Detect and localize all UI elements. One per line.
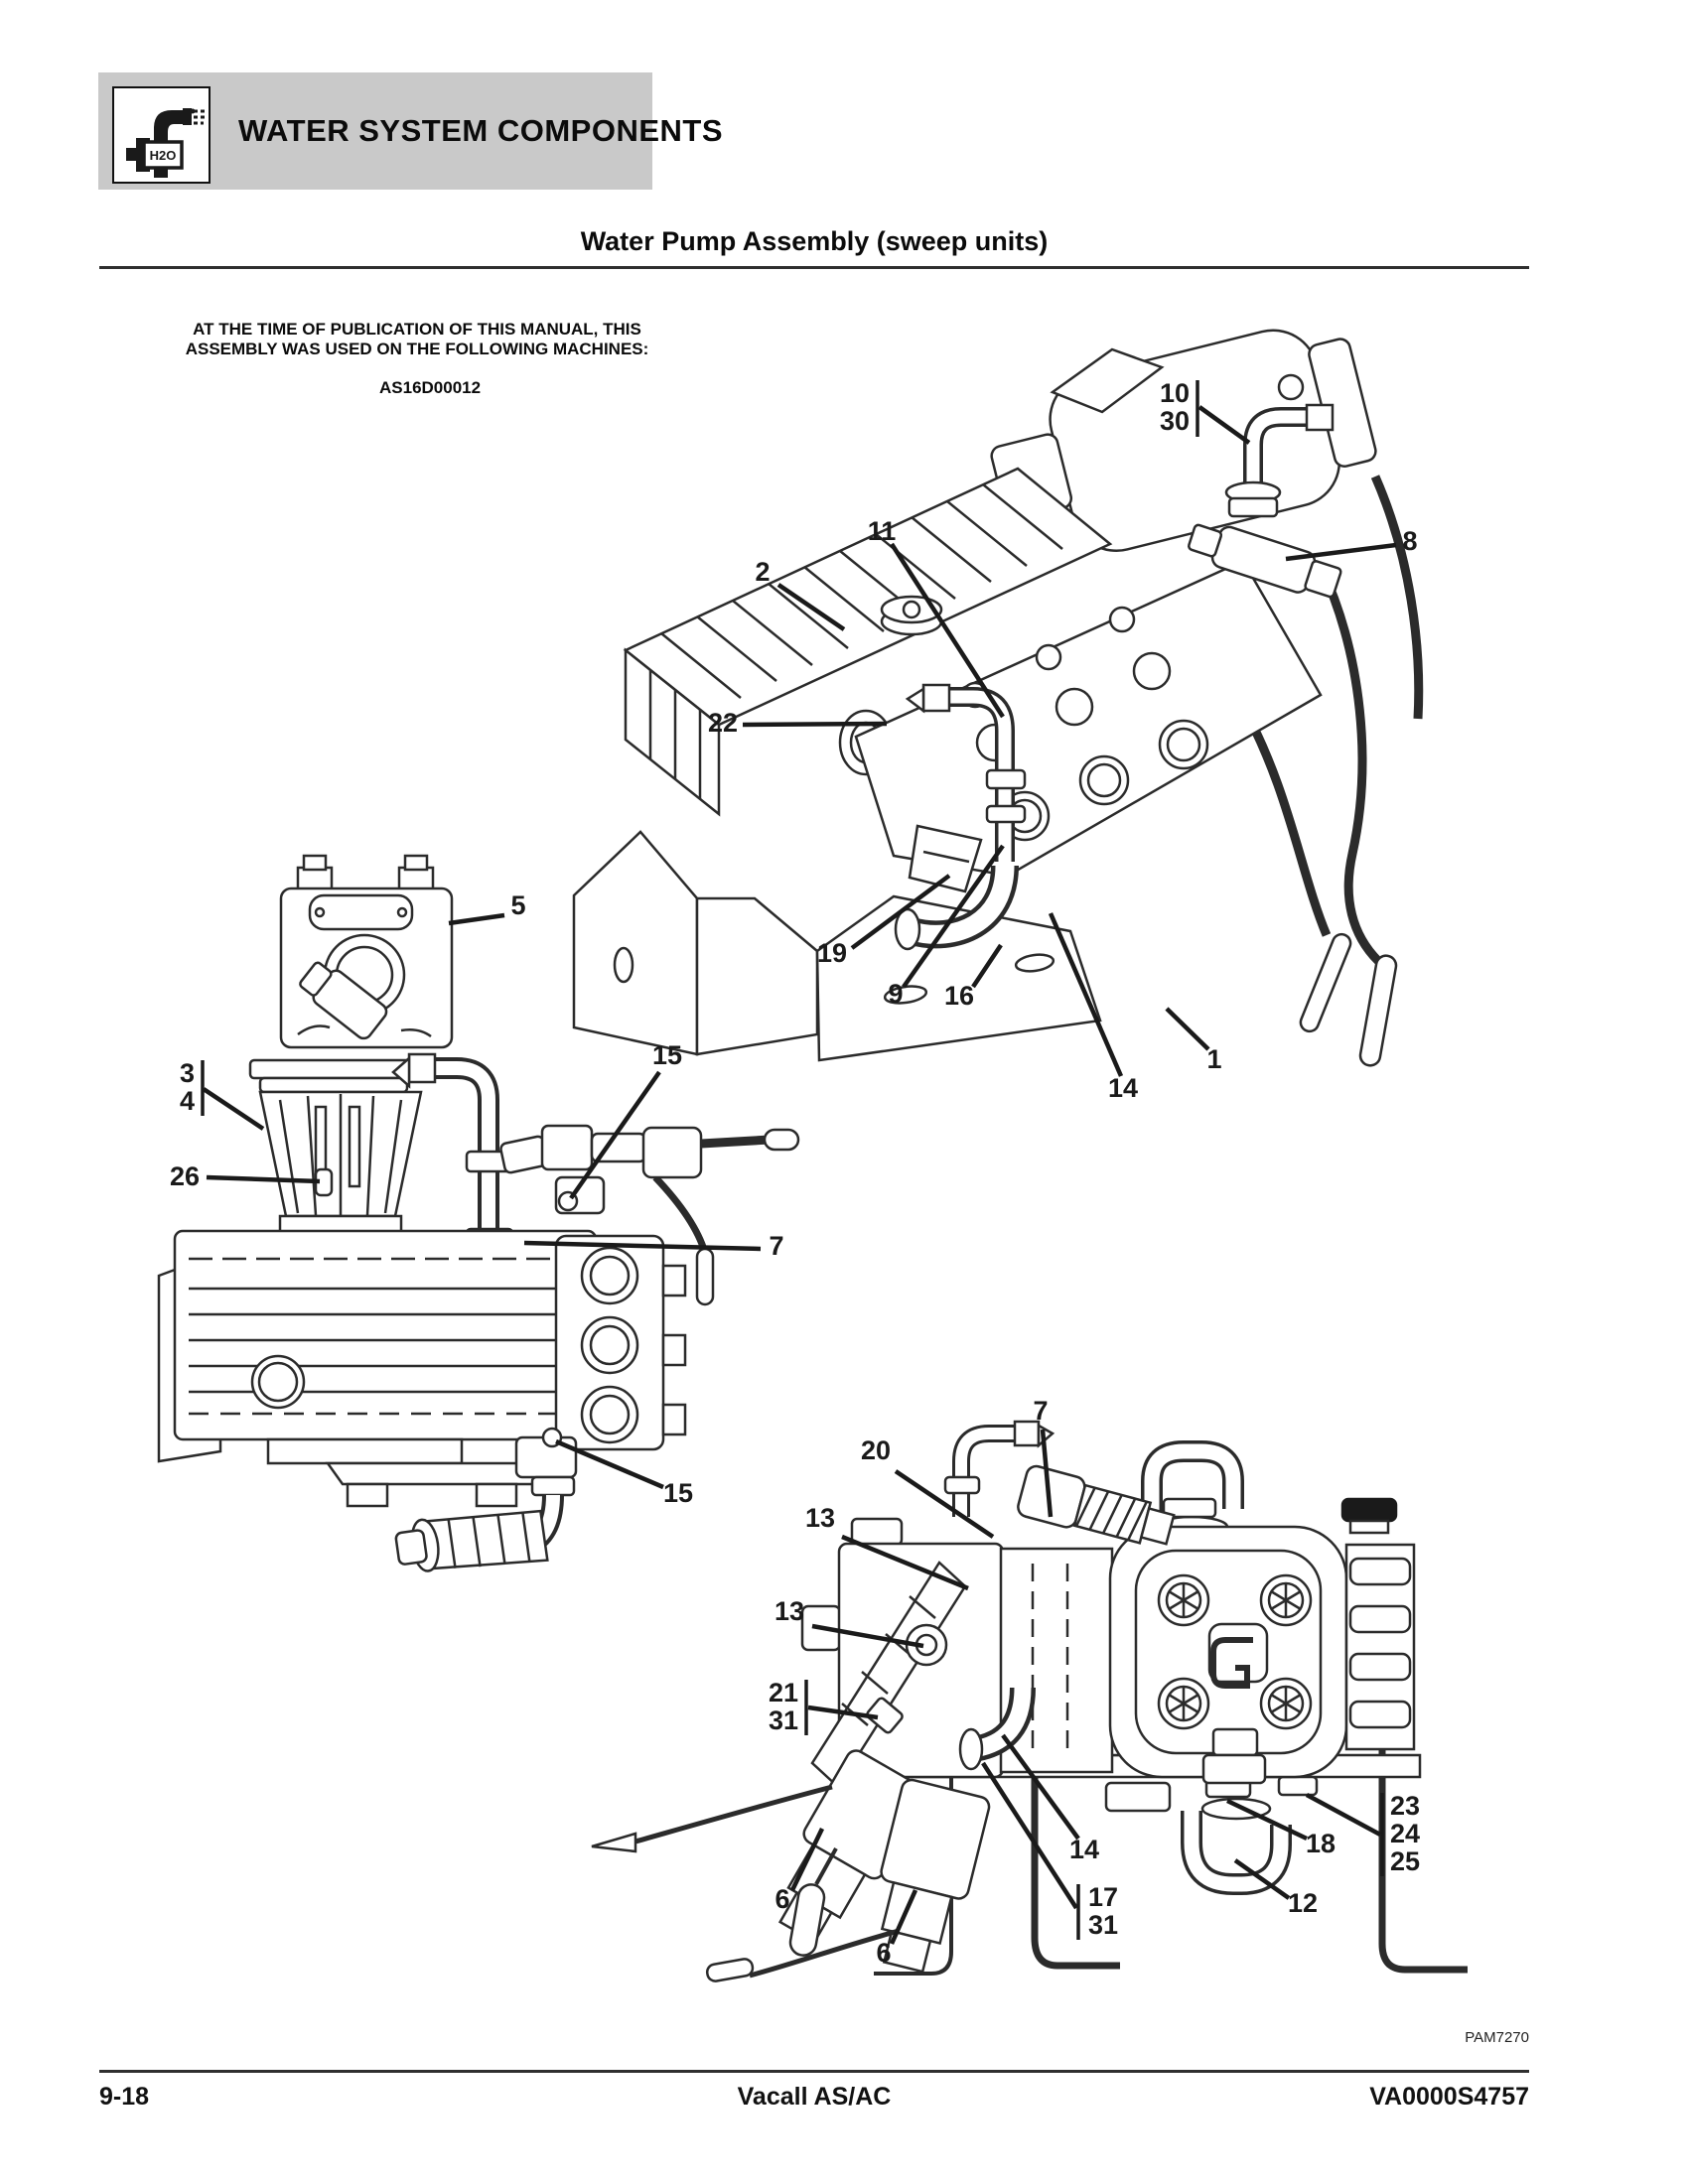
- callout-8: 8: [1402, 526, 1417, 556]
- note-line-2: ASSEMBLY WAS USED ON THE FOLLOWING MACHI…: [185, 340, 649, 359]
- callout-14: 14: [1069, 1835, 1099, 1864]
- callout-6: 6: [774, 1884, 789, 1914]
- callout-26: 26: [170, 1161, 200, 1191]
- callout-15: 15: [652, 1040, 682, 1070]
- footer-rule: [99, 2070, 1529, 2073]
- callout-18: 18: [1306, 1829, 1336, 1858]
- callout-10: 10: [1160, 378, 1190, 408]
- callout-12: 12: [1288, 1888, 1318, 1918]
- callout-31: 31: [1088, 1910, 1118, 1940]
- publication-note: AT THE TIME OF PUBLICATION OF THIS MANUA…: [139, 320, 695, 360]
- icon-label: H2O: [150, 148, 177, 163]
- callout-7: 7: [1033, 1396, 1048, 1426]
- callout-31: 31: [769, 1706, 798, 1735]
- footer-doc-number: VA0000S4757: [1369, 2083, 1529, 2111]
- note-line-1: AT THE TIME OF PUBLICATION OF THIS MANUA…: [193, 320, 641, 339]
- callout-2: 2: [755, 557, 770, 587]
- callout-7: 7: [769, 1231, 783, 1261]
- footer-page-number: 9-18: [99, 2083, 150, 2111]
- callout-9: 9: [888, 979, 903, 1009]
- callout-20: 20: [861, 1435, 891, 1465]
- callout-22: 22: [708, 708, 738, 738]
- callout-25: 25: [1390, 1846, 1420, 1876]
- callout-19: 19: [817, 938, 847, 968]
- water-system-icon: H2O: [112, 86, 211, 184]
- callout-13: 13: [774, 1596, 804, 1626]
- callout-15: 15: [663, 1478, 693, 1508]
- figure-code: PAM7270: [1465, 2029, 1529, 2046]
- page-title: WATER SYSTEM COMPONENTS: [238, 113, 724, 148]
- callout-16: 16: [944, 981, 974, 1011]
- callout-21: 21: [769, 1678, 798, 1707]
- callout-1: 1: [1206, 1044, 1221, 1074]
- bolt-rosettes: [1157, 1573, 1313, 1730]
- callout-24: 24: [1390, 1819, 1420, 1848]
- callout-30: 30: [1160, 406, 1190, 436]
- callout-23: 23: [1390, 1791, 1420, 1821]
- callout-17: 17: [1088, 1882, 1118, 1912]
- figure-subtitle: Water Pump Assembly (sweep units): [580, 226, 1049, 256]
- diagram-bottom-art: [591, 1420, 1468, 1982]
- callout-5: 5: [510, 890, 525, 920]
- machine-id: AS16D00012: [379, 378, 482, 397]
- callout-13: 13: [805, 1503, 835, 1533]
- callout-14: 14: [1108, 1073, 1138, 1103]
- subtitle-rule: [99, 266, 1529, 269]
- faucet-icon: H2O: [126, 108, 207, 178]
- footer-model: Vacall AS/AC: [737, 2083, 892, 2111]
- callout-3: 3: [180, 1058, 195, 1088]
- callout-6: 6: [876, 1938, 891, 1968]
- callout-11: 11: [868, 516, 897, 546]
- callout-4: 4: [180, 1086, 195, 1116]
- diagram-middle-art: [157, 854, 800, 1572]
